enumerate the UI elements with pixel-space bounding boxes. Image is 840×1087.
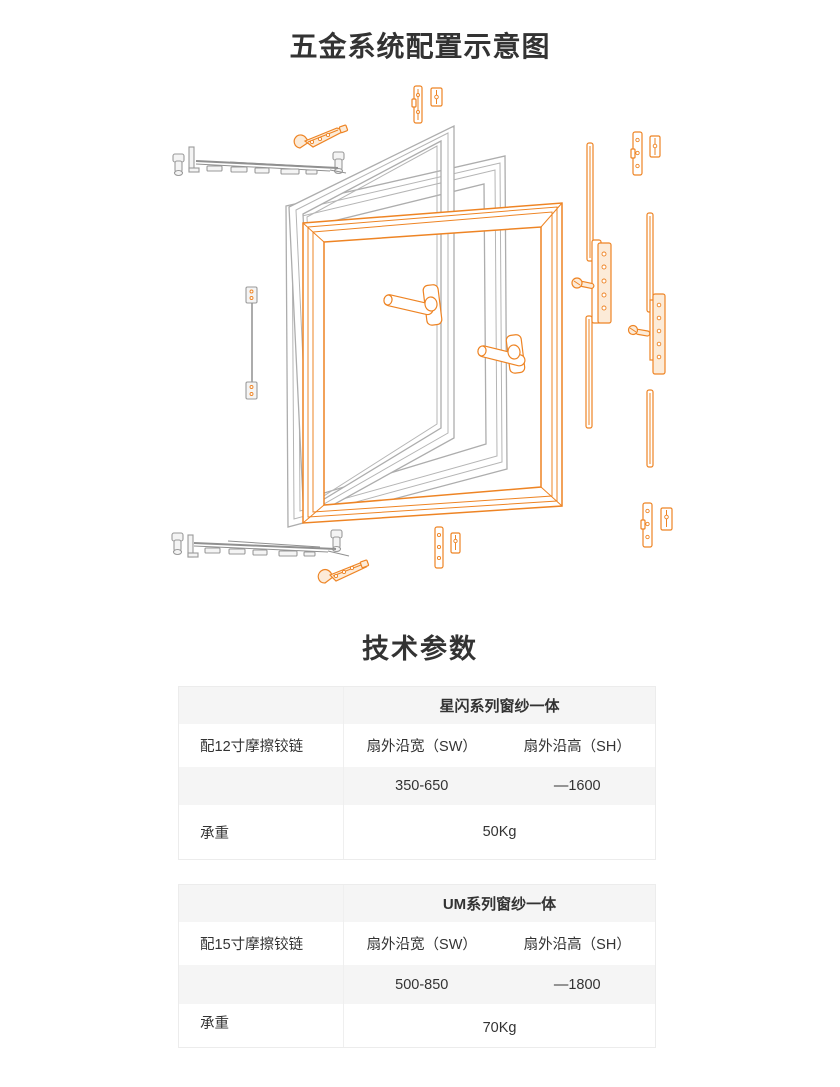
friction-stay-top xyxy=(172,146,347,177)
page-title: 五金系统配置示意图 xyxy=(289,31,551,62)
empty-cell xyxy=(179,965,344,1004)
weight-value: 70Kg xyxy=(482,1020,517,1036)
table-row: 承重 70Kg xyxy=(179,1004,655,1047)
sh-value: —1800 xyxy=(553,976,601,993)
table-row: 配15寸摩擦铰链 扇外沿宽（SW） 扇外沿高（SH） xyxy=(179,922,655,965)
dimension-headers: 扇外沿宽（SW） 扇外沿高（SH） xyxy=(344,922,655,965)
header-spacer-cell xyxy=(179,885,344,922)
hinge-bottom xyxy=(317,559,370,584)
table-row: 500-850 —1800 xyxy=(179,965,655,1004)
lock-plate-upper xyxy=(571,239,612,324)
weight-label: 承重 xyxy=(179,805,344,859)
hinge-top xyxy=(293,124,349,149)
dimension-values: 500-850 —1800 xyxy=(344,965,655,1004)
connecting-rod-left xyxy=(245,286,258,400)
keeper-parts-right-bottom xyxy=(640,502,673,548)
series-header: 星闪系列窗纱一体 xyxy=(439,698,560,715)
dimension-headers: 扇外沿宽（SW） 扇外沿高（SH） xyxy=(344,724,655,767)
series-header: UM系列窗纱一体 xyxy=(442,896,557,913)
keeper-parts-right-top xyxy=(630,131,661,176)
hardware-exploded-diagram xyxy=(171,85,673,584)
handle-lower xyxy=(477,334,526,374)
handle-upper xyxy=(383,284,443,326)
header-spacer-cell xyxy=(179,687,344,724)
table-row: 350-650 —1600 xyxy=(179,767,655,805)
friction-stay-bottom xyxy=(171,529,350,558)
sh-header: 扇外沿高（SH） xyxy=(523,937,631,953)
lock-parts-top xyxy=(411,85,443,124)
table-row: 承重 50Kg xyxy=(179,805,655,859)
weight-value: 50Kg xyxy=(482,824,517,840)
dimension-values: 350-650 —1600 xyxy=(344,767,655,805)
config-label: 配12寸摩擦铰链 xyxy=(179,724,344,767)
weight-label: 承重 xyxy=(179,1004,344,1047)
section-title: 技术参数 xyxy=(362,634,478,664)
table-row: UM系列窗纱一体 xyxy=(179,885,655,922)
config-label: 配15寸摩擦铰链 xyxy=(179,922,344,965)
empty-cell xyxy=(179,767,344,805)
spec-table-um: UM系列窗纱一体 配15寸摩擦铰链 扇外沿宽（SW） 扇外沿高（SH） 500-… xyxy=(178,884,656,1048)
keeper-parts-bottom-center xyxy=(434,526,461,569)
sw-header: 扇外沿宽（SW） xyxy=(366,937,477,953)
table-row: 星闪系列窗纱一体 xyxy=(179,687,655,724)
spec-table-xingshan: 星闪系列窗纱一体 配12寸摩擦铰链 扇外沿宽（SW） 扇外沿高（SH） 350-… xyxy=(178,686,656,860)
table-row: 配12寸摩擦铰链 扇外沿宽（SW） 扇外沿高（SH） xyxy=(179,724,655,767)
sw-value: 500-850 xyxy=(395,976,449,993)
front-sash-orange xyxy=(302,202,563,524)
sw-header: 扇外沿宽（SW） xyxy=(366,739,477,755)
sh-value: —1600 xyxy=(553,778,601,794)
sw-value: 350-650 xyxy=(395,778,449,794)
sh-header: 扇外沿高（SH） xyxy=(523,739,631,755)
transmission-rods-right xyxy=(585,142,654,468)
lock-plate-lower xyxy=(627,293,666,375)
